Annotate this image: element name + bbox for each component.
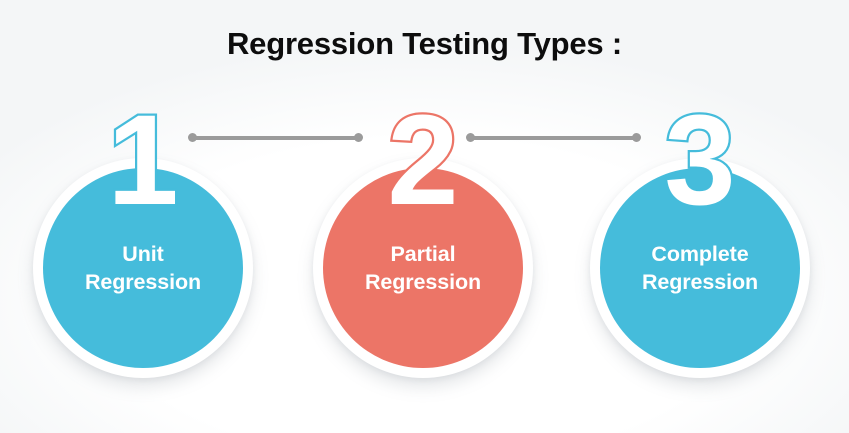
connector-dot-right	[354, 133, 363, 142]
step-label-line2: Regression	[641, 270, 759, 294]
step-label-line1: Partial	[390, 241, 456, 266]
step-circle[interactable]: Complete Regression	[600, 168, 800, 368]
step-label-line2: Regression	[364, 270, 482, 294]
connector-line	[193, 135, 358, 140]
step-label-line1: Unit	[122, 241, 164, 266]
step-label: Partial Regression	[357, 240, 489, 297]
connector-dot-left	[188, 133, 197, 142]
connector-dot-right	[632, 133, 641, 142]
connector-dot-left	[466, 133, 475, 142]
step-label-line2: Regression	[84, 270, 202, 294]
connector-line	[471, 135, 636, 140]
step-item-3[interactable]: Complete Regression 3	[584, 92, 816, 384]
step-circle[interactable]: Partial Regression	[323, 168, 523, 368]
step-label-line1: Complete	[651, 241, 749, 266]
page-title: Regression Testing Types :	[226, 26, 622, 61]
step-label: Unit Regression	[77, 240, 209, 297]
step-circle[interactable]: Unit Regression	[43, 168, 243, 368]
connector-step1-step2	[188, 133, 363, 142]
step-item-2[interactable]: Partial Regression 2	[307, 92, 539, 384]
step-item-1[interactable]: Unit Regression 1	[27, 92, 259, 384]
connector-step2-step3	[466, 133, 641, 142]
step-label: Complete Regression	[634, 240, 766, 297]
